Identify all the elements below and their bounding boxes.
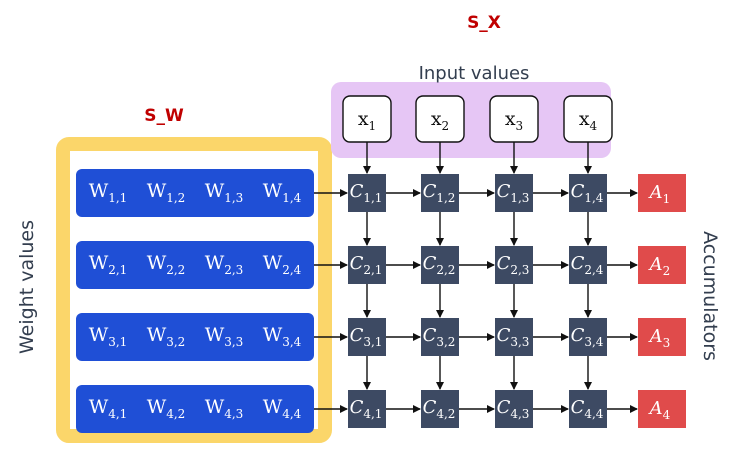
cell-label-c-1-4: C1,4 xyxy=(571,181,604,205)
cell-c-2-1 xyxy=(348,246,386,284)
cell-label-c-4-2: C4,2 xyxy=(423,397,456,421)
cell-c-3-1 xyxy=(348,318,386,356)
weight-w-2-3: W2,3 xyxy=(205,252,244,277)
cell-c-1-4 xyxy=(569,174,607,212)
cell-label-c-3-4: C3,4 xyxy=(571,325,604,349)
accumulator-3 xyxy=(638,318,686,356)
input-box-2 xyxy=(415,95,465,143)
cell-c-3-2 xyxy=(421,318,459,356)
cell-label-c-2-3: C2,3 xyxy=(497,253,530,277)
accumulator-label-1: A1 xyxy=(648,182,671,206)
weight-w-2-4: W2,4 xyxy=(263,252,302,277)
arrows-layer xyxy=(314,142,638,413)
cell-label-c-3-3: C3,3 xyxy=(497,325,530,349)
cell-c-1-1 xyxy=(348,174,386,212)
cell-c-2-2 xyxy=(421,246,459,284)
cell-c-4-2 xyxy=(421,390,459,428)
s-w-label: S_W xyxy=(144,106,184,126)
weight-w-4-2: W4,2 xyxy=(147,396,186,421)
cell-label-c-2-4: C2,4 xyxy=(571,253,604,277)
cell-c-3-3 xyxy=(495,318,533,356)
input-x-2: x2 xyxy=(431,108,449,133)
cell-c-2-3 xyxy=(495,246,533,284)
input-x-4: x4 xyxy=(579,108,598,133)
weight-w-4-3: W4,3 xyxy=(205,396,244,421)
weight-w-3-1: W3,1 xyxy=(89,324,128,349)
weight-row-1 xyxy=(76,169,314,217)
s-x-label: S_X xyxy=(467,13,501,33)
weight-w-3-3: W3,3 xyxy=(205,324,244,349)
sx-frame xyxy=(331,82,611,158)
weight-w-3-4: W3,4 xyxy=(263,324,302,349)
weight-row-4 xyxy=(76,385,314,433)
accumulators-label: Accumulators xyxy=(699,231,721,361)
cell-c-2-4 xyxy=(569,246,607,284)
input-box-3 xyxy=(489,95,539,143)
cell-c-4-1 xyxy=(348,390,386,428)
input-boxes: x1 x2 x3 x4 xyxy=(342,95,613,143)
input-x-3: x3 xyxy=(505,108,523,133)
cell-label-c-4-3: C4,3 xyxy=(497,397,530,421)
cell-c-4-4 xyxy=(569,390,607,428)
input-x-1: x1 xyxy=(358,108,376,133)
weight-w-2-2: W2,2 xyxy=(147,252,186,277)
input-box-1 xyxy=(342,95,392,143)
cell-label-c-1-3: C1,3 xyxy=(497,181,530,205)
cell-label-c-1-1: C1,1 xyxy=(350,181,383,205)
weight-values-label: Weight values xyxy=(16,220,38,354)
input-values-label: Input values xyxy=(419,63,530,84)
weight-w-1-1: W1,1 xyxy=(89,180,128,205)
accumulator-2 xyxy=(638,246,686,284)
accumulator-label-3: A3 xyxy=(648,326,671,350)
weight-rows: W1,1 W1,2 W1,3 W1,4W2,1 W2,2 W2,3 W2,4W3,1 W3,2… xyxy=(76,169,314,433)
cell-c-3-4 xyxy=(569,318,607,356)
sw-frame xyxy=(56,137,332,443)
weight-w-1-2: W1,2 xyxy=(147,180,186,205)
weight-w-2-1: W2,1 xyxy=(89,252,128,277)
weight-w-1-3: W1,3 xyxy=(205,180,244,205)
weight-w-1-4: W1,4 xyxy=(263,180,302,205)
weight-w-4-4: W4,4 xyxy=(263,396,302,421)
accumulator-label-4: A4 xyxy=(648,398,671,422)
accumulator-label-2: A2 xyxy=(648,254,671,278)
compute-cells: C1,1 C1,2 C1,3 C1,4C2,1 C2,2 C2,3 C2,4C3,1 C3,2… xyxy=(348,174,607,428)
accumulator-1 xyxy=(638,174,686,212)
weight-w-4-1: W4,1 xyxy=(89,396,128,421)
cell-label-c-4-1: C4,1 xyxy=(350,397,383,421)
input-box-4 xyxy=(563,95,613,143)
weight-row-2 xyxy=(76,241,314,289)
accumulator-4 xyxy=(638,390,686,428)
cell-label-c-2-1: C2,1 xyxy=(350,253,383,277)
cell-label-c-3-1: C3,1 xyxy=(350,325,383,349)
cell-c-4-3 xyxy=(495,390,533,428)
cell-c-1-3 xyxy=(495,174,533,212)
cell-label-c-2-2: C2,2 xyxy=(423,253,456,277)
cell-c-1-2 xyxy=(421,174,459,212)
weight-row-3 xyxy=(76,313,314,361)
cell-label-c-3-2: C3,2 xyxy=(423,325,456,349)
weight-w-3-2: W3,2 xyxy=(147,324,186,349)
cell-label-c-4-4: C4,4 xyxy=(571,397,604,421)
cell-label-c-1-2: C1,2 xyxy=(423,181,456,205)
